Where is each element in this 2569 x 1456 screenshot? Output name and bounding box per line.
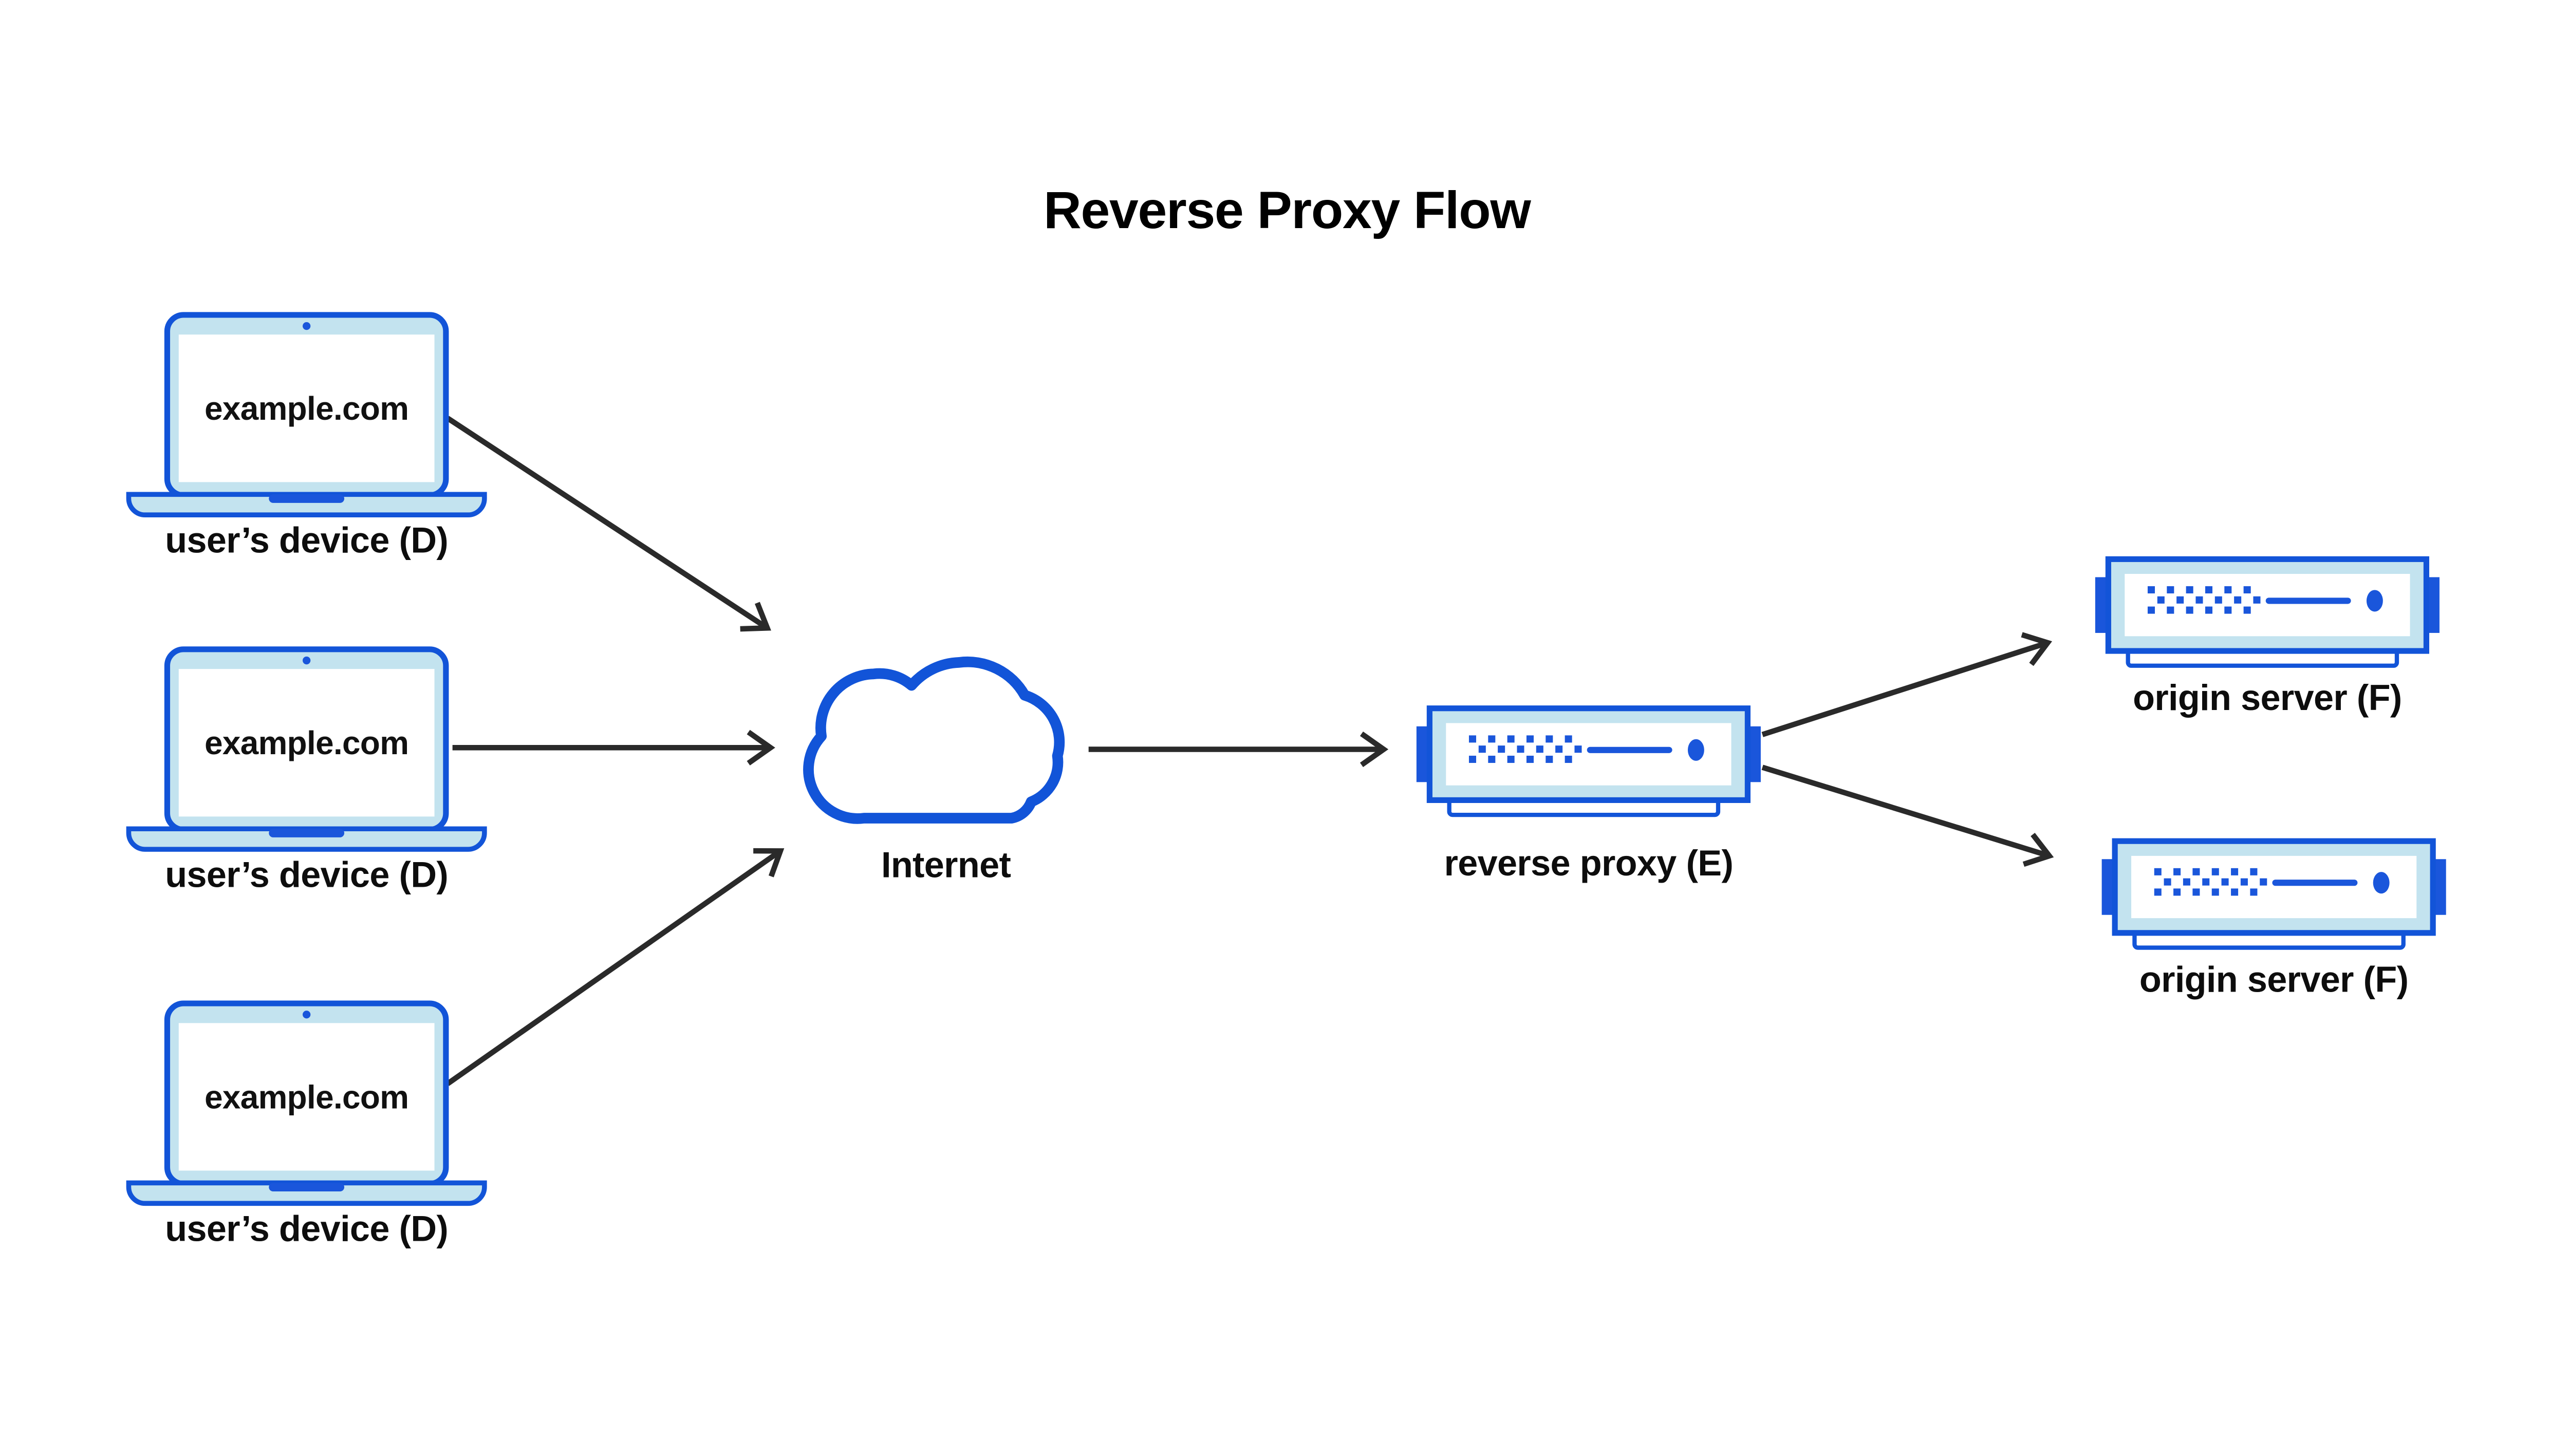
origin-server-node-1: origin server (F) [2095, 559, 2440, 718]
origin-server-node-2: origin server (F) [2102, 841, 2446, 1000]
origin-server-label: origin server (F) [2133, 677, 2402, 718]
reverse-proxy-node: reverse proxy (E) [1417, 708, 1761, 883]
device-screen-text: example.com [204, 390, 408, 427]
cloud-icon [803, 656, 1065, 824]
internet-label: Internet [881, 844, 1011, 885]
device-node-3: example.com user’s device (D) [128, 1003, 484, 1249]
device-screen-text: example.com [204, 1078, 408, 1115]
arrow-proxy-to-origin2 [1761, 764, 2054, 867]
device-label: user’s device (D) [165, 854, 448, 895]
device-node-1: example.com user’s device (D) [128, 315, 484, 561]
arrow-device1-to-internet [446, 416, 771, 632]
page-title: Reverse Proxy Flow [1044, 181, 1531, 239]
device-label: user’s device (D) [165, 1208, 448, 1249]
arrow-proxy-to-origin1 [1761, 632, 2053, 737]
arrow-device3-to-internet [446, 848, 785, 1086]
reverse-proxy-label: reverse proxy (E) [1444, 843, 1734, 883]
flow-arrows [446, 416, 2054, 1086]
device-screen-text: example.com [204, 724, 408, 761]
rack-server-icon [2095, 559, 2440, 665]
internet-node: Internet [803, 656, 1065, 885]
device-node-2: example.com user’s device (D) [128, 649, 484, 895]
rack-server-icon [1417, 708, 1761, 815]
device-label: user’s device (D) [165, 520, 448, 561]
origin-server-label: origin server (F) [2139, 959, 2408, 1000]
rack-server-icon [2102, 841, 2446, 947]
